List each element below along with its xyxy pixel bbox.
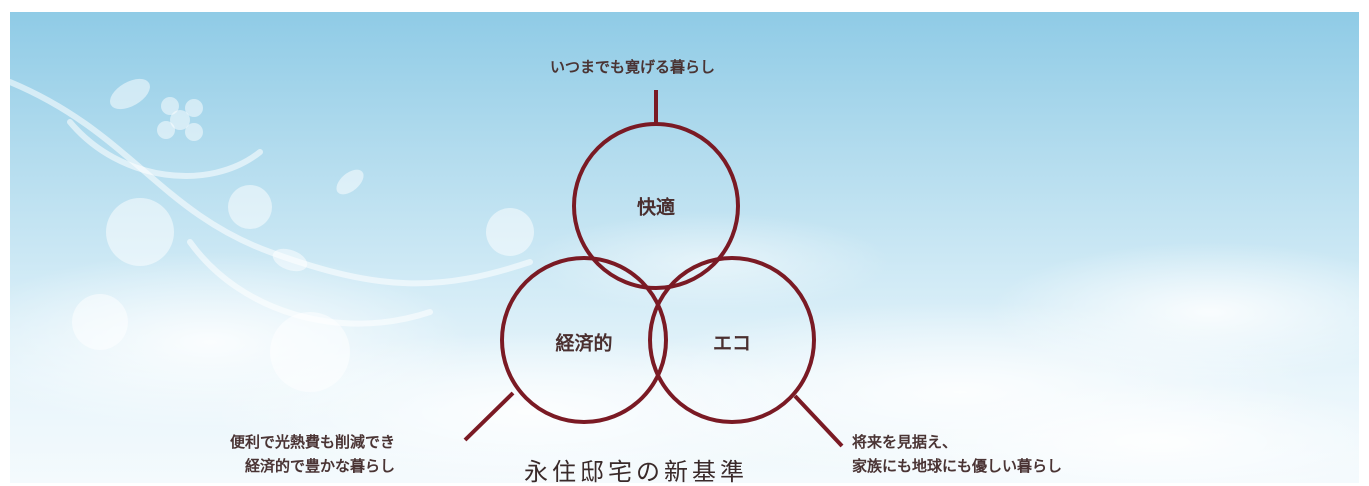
circle-label-right: エコ	[712, 332, 752, 355]
circle-left	[500, 256, 668, 424]
hero-banner: 快適 経済的 エコ いつまでも寛げる暮らし 便利で光熱費も削減でき 経済的で豊か…	[10, 12, 1359, 483]
right-caption-line-1: 将来を見据え、	[852, 433, 958, 451]
left-caption: 便利で光熱費も削減でき 経済的で豊かな暮らし	[230, 430, 395, 478]
left-connector-line	[463, 391, 515, 442]
circle-top	[572, 122, 740, 290]
circle-label-left: 経済的	[555, 332, 613, 355]
background-decoration	[10, 78, 1359, 483]
top-caption: いつまでも寛げる暮らし	[550, 58, 716, 76]
right-caption-line-2: 家族にも地球にも優しい暮らし	[852, 457, 1063, 475]
left-caption-line-1: 便利で光熱費も削減でき	[230, 433, 396, 451]
left-caption-line-2: 経済的で豊かな暮らし	[245, 457, 396, 475]
bottom-title: 永住邸宅の新基準	[524, 458, 748, 483]
right-caption: 将来を見据え、 家族にも地球にも優しい暮らし	[852, 430, 1062, 478]
circle-label-top: 快適	[636, 196, 676, 219]
venn-diagram	[463, 90, 844, 448]
circle-right	[648, 256, 816, 424]
right-connector-line	[793, 394, 844, 448]
